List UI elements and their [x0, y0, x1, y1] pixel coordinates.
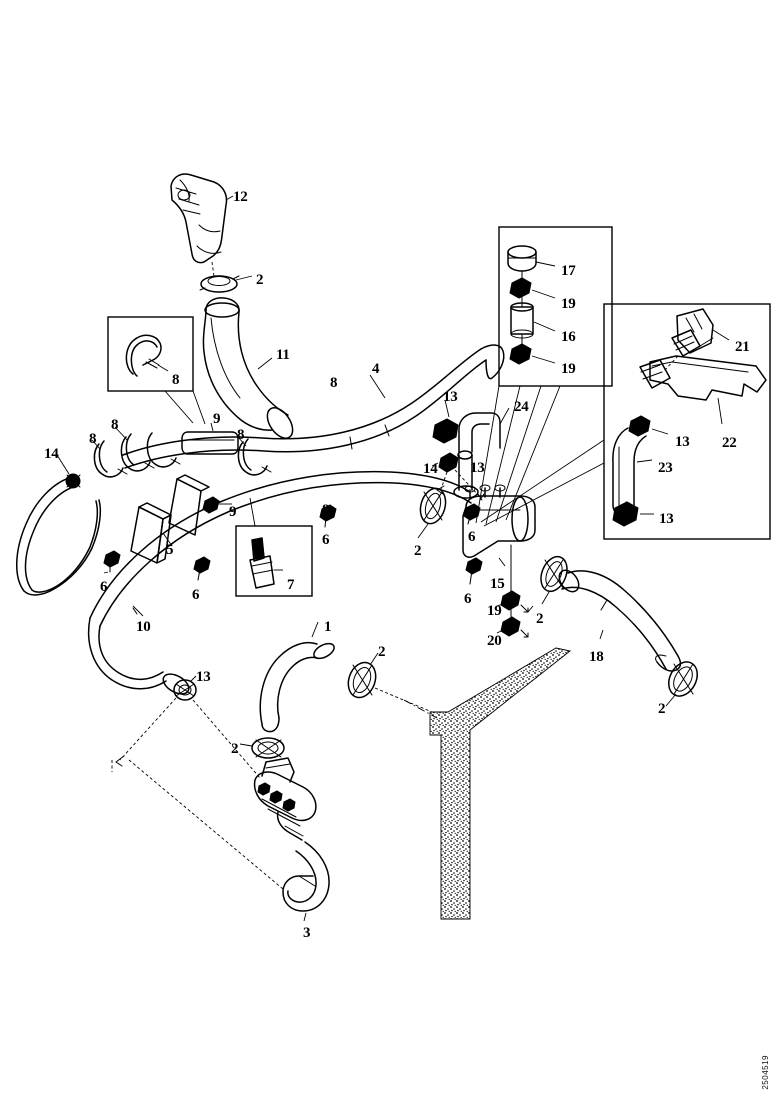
part-15-water-manifold: [462, 484, 536, 638]
callout-14-b: 14: [423, 461, 438, 477]
callout-8-e: 8: [322, 502, 330, 518]
part-11-upper-hose: [202, 297, 294, 439]
part-4-lower-tube: [89, 470, 472, 627]
part-2-clamp-c: [540, 555, 568, 605]
callout-2-b: 2: [414, 543, 422, 559]
callout-13-b: 13: [675, 434, 690, 450]
callout-2-e: 2: [378, 644, 386, 660]
part-1-heater-supply-hose: [259, 621, 433, 733]
callout-19-c: 19: [487, 603, 502, 619]
callout-19-a: 19: [561, 296, 576, 312]
callout-7: 7: [287, 577, 295, 593]
callout-11: 11: [276, 347, 290, 363]
callout-13-d: 13: [470, 460, 485, 476]
callout-8-d: 8: [237, 427, 245, 443]
callout-2-c: 2: [536, 611, 544, 627]
callout-16: 16: [561, 329, 576, 345]
part-2-clamp-b: [417, 487, 447, 539]
callout-8-box: 8: [172, 372, 180, 388]
callout-2-d: 2: [658, 701, 666, 717]
callout-17: 17: [561, 263, 576, 279]
callout-5: 5: [166, 542, 174, 558]
callout-19-b: 19: [561, 361, 576, 377]
detail-box-coolant-sensor: [480, 303, 771, 540]
callout-6-e: 6: [464, 591, 472, 607]
callout-14-a: 14: [44, 446, 59, 462]
callout-4: 4: [372, 361, 380, 377]
part-4-long-tube: [122, 344, 505, 469]
part-6-screws: [103, 496, 483, 585]
part-thermostat-housing: [253, 757, 317, 841]
callout-8-a: 8: [330, 375, 338, 391]
callout-2-a: 2: [256, 272, 264, 288]
drawing-id-watermark: 2504519: [761, 1055, 770, 1090]
part-12-intake-elbow: [170, 173, 234, 264]
part-5-bracket: [130, 474, 210, 564]
callout-9-a: 9: [213, 411, 221, 427]
callout-13-e: 13: [196, 669, 211, 685]
callout-12: 12: [233, 189, 248, 205]
callout-6-a: 6: [100, 579, 108, 595]
detail-box-sender-7: [235, 497, 313, 597]
callout-1: 1: [324, 619, 332, 635]
radiator-core: [403, 647, 572, 920]
part-18-lower-radiator-hose: [558, 569, 699, 707]
callout-6-b: 6: [192, 587, 200, 603]
detail-box-clamp-8: [107, 316, 206, 425]
callout-8-c: 8: [111, 417, 119, 433]
part-24-bypass-elbow: [432, 399, 510, 499]
part-8-clamps-left: [91, 426, 272, 478]
callout-10: 10: [136, 619, 151, 635]
callout-8-f: 8: [110, 549, 118, 565]
part-14-vent-clip-right: [431, 452, 485, 501]
callout-18: 18: [589, 649, 604, 665]
part-13-clamp-left: [115, 675, 261, 779]
callout-21: 21: [735, 339, 750, 355]
part-2-clamp-f: [239, 737, 285, 759]
callout-13-c: 13: [659, 511, 674, 527]
callout-9-b: 9: [229, 504, 237, 520]
callout-13-a: 13: [443, 389, 458, 405]
callout-3: 3: [303, 925, 311, 941]
part-2-clamp-a: [199, 261, 253, 293]
callout-22: 22: [722, 435, 737, 451]
part-9-sleeve-a: [181, 422, 239, 455]
part-14-vent-line-left: [16, 454, 102, 596]
callout-23: 23: [658, 460, 673, 476]
callout-24: 24: [514, 399, 529, 415]
callout-6-c: 6: [322, 532, 330, 548]
callout-8-b: 8: [89, 431, 97, 447]
callout-15: 15: [490, 576, 505, 592]
callout-2-f: 2: [231, 741, 239, 757]
callout-6-d: 6: [468, 529, 476, 545]
part-3-heater-return-hose: [128, 759, 330, 922]
callout-20: 20: [487, 633, 502, 649]
detail-box-sight-glass: [475, 226, 613, 525]
part-10-return-hose: [87, 605, 190, 695]
